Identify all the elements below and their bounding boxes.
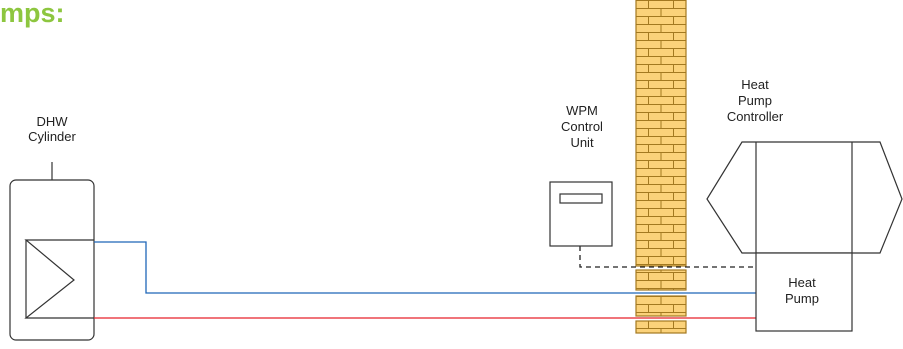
dhw-cylinder-label-line1: DHW [36, 114, 68, 129]
heat-pump-controller [706, 141, 903, 254]
wpm-label-line1: WPM [566, 103, 598, 118]
wpm-label-line3: Unit [570, 135, 594, 150]
cylinder-body [9, 179, 95, 341]
brick-wall-segment [635, 295, 687, 317]
heat-pump-unit [755, 252, 853, 332]
control-cable [579, 246, 756, 268]
page-heading: mps: [0, 0, 65, 28]
control-unit-box [549, 181, 613, 247]
brick-wall-upper [635, 0, 687, 267]
heat-pump-label-line2: Pump [785, 291, 819, 306]
brick-wall-segment [635, 320, 687, 334]
dhw-cylinder-label-line2: Cylinder [28, 129, 76, 144]
wpm-label-line2: Control [561, 119, 603, 134]
controller-housing [706, 141, 903, 254]
wpm-control-unit [549, 181, 613, 247]
control-unit-display [559, 193, 603, 204]
controller-label-line2: Pump [738, 93, 772, 108]
brick-wall [635, 0, 687, 334]
flow-pipe [94, 241, 756, 294]
brick-wall-segment [635, 269, 687, 291]
controller-label-line3: Controller [727, 109, 784, 124]
controller-label-line1: Heat [741, 77, 769, 92]
heat-pump-label-line1: Heat [788, 275, 816, 290]
dhw-cylinder [9, 162, 95, 341]
cylinder-coil [24, 239, 94, 319]
